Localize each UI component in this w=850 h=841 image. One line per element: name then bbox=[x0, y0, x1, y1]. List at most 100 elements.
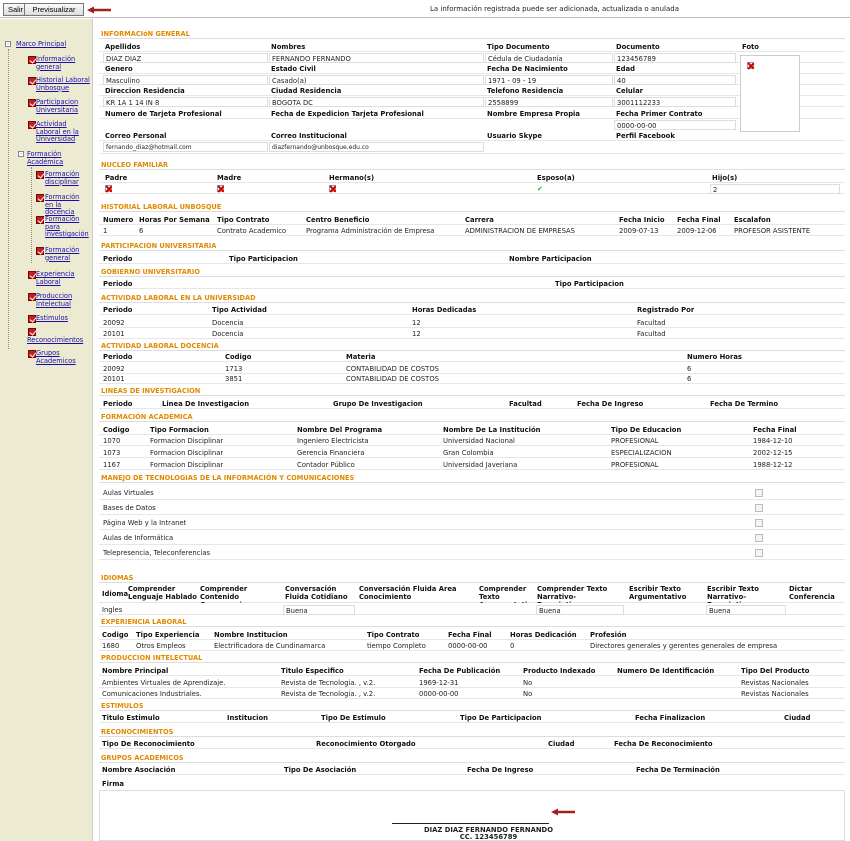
sidebar-item-informacion-general[interactable]: Información general bbox=[36, 55, 76, 71]
collapse-icon[interactable]: - bbox=[5, 41, 11, 47]
cell: 1 bbox=[103, 227, 108, 235]
col: Escribir Texto Argumentativo bbox=[629, 585, 687, 601]
col: Conversación Fluida Cotidiano bbox=[285, 585, 348, 601]
value-nombres: FERNANDO FERNANDO bbox=[269, 53, 484, 63]
sidebar-item-reconocimientos[interactable]: Reconocimientos bbox=[27, 336, 84, 344]
idiomas-header-row: Idioma Comprender Lenguaje Hablado Compr… bbox=[99, 585, 845, 603]
section-title-docencia: ACTIVIDAD LABORAL DOCENCIA bbox=[99, 342, 845, 351]
sidebar-item-grupos[interactable]: Grupos Academicos bbox=[36, 349, 76, 365]
value-primer-contrato: 0000-00-00 bbox=[614, 120, 736, 130]
cell: 2002-12-15 bbox=[753, 449, 793, 457]
tic-checkbox[interactable] bbox=[755, 519, 763, 527]
cell: 1167 bbox=[103, 461, 121, 469]
cell: Formacion Disciplinar bbox=[150, 449, 224, 457]
table-row: Comunicaciones Industriales. Revista de … bbox=[99, 689, 845, 699]
cell: PROFESIONAL bbox=[611, 461, 659, 469]
cell: Docencia bbox=[212, 319, 244, 327]
table-row: 20101 Docencia 12 Facultad bbox=[99, 329, 845, 339]
check-icon bbox=[36, 216, 44, 224]
cell: ESPECIALIZACION bbox=[611, 449, 672, 457]
info-header-row: Correo Personal Correo Institucional Usu… bbox=[99, 131, 845, 141]
tic-checkbox[interactable] bbox=[755, 504, 763, 512]
cell: No bbox=[523, 679, 533, 687]
cell: No bbox=[523, 690, 533, 698]
cell: Programa Administración de Empresa bbox=[306, 227, 435, 235]
cell: 20092 bbox=[103, 319, 125, 327]
sidebar-sub-general[interactable]: Formación general bbox=[45, 246, 80, 262]
col: Nombre De La Institución bbox=[443, 426, 541, 434]
section-title-grupos: GRUPOS ACADEMICOS bbox=[99, 754, 845, 763]
section-title-formacion: FORMACIÓN ACADÉMICA bbox=[99, 413, 845, 422]
actividad-header-row: Periodo Tipo Actividad Horas Dedicadas R… bbox=[99, 305, 845, 315]
esposo-check-icon: ✔ bbox=[537, 185, 543, 193]
label-facebook: Perfil Facebook bbox=[616, 132, 675, 140]
preview-button[interactable]: Previsualizar bbox=[24, 3, 84, 16]
hermanos-x-icon bbox=[329, 184, 336, 194]
col: Tipo Contrato bbox=[367, 631, 420, 639]
cell: 6 bbox=[139, 227, 144, 235]
tic-checkbox[interactable] bbox=[755, 549, 763, 557]
col: Nombre Del Programa bbox=[297, 426, 383, 434]
madre-x-icon bbox=[217, 184, 224, 194]
value-ciudad: BOGOTA DC bbox=[269, 97, 484, 107]
col: Comprender Texto Narrativo-Descriptivo bbox=[537, 585, 608, 603]
cell: Buena bbox=[283, 605, 355, 615]
cell: 3851 bbox=[225, 375, 243, 383]
table-row: 1070 Formacion Disciplinar Ingeniero Ele… bbox=[99, 436, 845, 446]
col: Titulo Especifico bbox=[281, 667, 344, 675]
label-direccion: Direccion Residencia bbox=[105, 87, 185, 95]
col: Periodo bbox=[103, 353, 133, 361]
col: Linea De Investigacion bbox=[162, 400, 250, 408]
sidebar-item-experiencia[interactable]: Experiencia Laboral bbox=[36, 270, 75, 286]
col: Comprender Contenido Conversacion bbox=[200, 585, 251, 603]
col: Tipo Del Producto bbox=[741, 667, 810, 675]
label-fecha-tarjeta: Fecha de Expedicion Tarjeta Profesional bbox=[271, 110, 424, 118]
label-tipo-documento: Tipo Documento bbox=[487, 43, 550, 51]
sidebar-item-actividad-laboral[interactable]: Actividad Laboral en la Universidad bbox=[36, 120, 79, 144]
label-nombres: Nombres bbox=[271, 43, 306, 51]
label-documento: Documento bbox=[616, 43, 660, 51]
tic-label: Página Web y la Intranet bbox=[103, 519, 187, 527]
cell: Revistas Nacionales bbox=[741, 679, 809, 687]
value-estado-civil: Casado(a) bbox=[269, 75, 484, 85]
cell: 0000-00-00 bbox=[419, 690, 459, 698]
collapse-icon[interactable]: - bbox=[18, 151, 24, 157]
sidebar-sub-disciplinar[interactable]: Formación disciplinar bbox=[45, 170, 80, 186]
check-icon bbox=[28, 77, 36, 85]
col-centro: Centro Beneficio bbox=[306, 216, 370, 224]
sidebar-sub-docencia[interactable]: Formación en la docencia bbox=[45, 193, 80, 217]
broken-image-icon bbox=[747, 62, 754, 69]
sidebar-sub-investigacion[interactable]: Formación para investigación bbox=[45, 215, 89, 239]
tic-checkbox[interactable] bbox=[755, 534, 763, 542]
value-direccion: KR 1A 1 14 IN 8 bbox=[103, 97, 268, 107]
check-icon bbox=[36, 247, 44, 255]
col-tipo-contrato: Tipo Contrato bbox=[217, 216, 270, 224]
sidebar-item-participacion[interactable]: Participacion Universitaria bbox=[36, 98, 79, 114]
table-row: 1073 Formacion Disciplinar Gerencia Fina… bbox=[99, 448, 845, 458]
firma-row: Firma bbox=[99, 779, 845, 789]
col: Codigo bbox=[225, 353, 252, 361]
info-value-row: fernando_diaz@hotmail.com diazfernando@u… bbox=[99, 142, 845, 154]
cell: Universidad Nacional bbox=[443, 437, 515, 445]
reconocimientos-header-row: Tipo De Reconocimiento Reconocimiento Ot… bbox=[99, 739, 845, 749]
sidebar-item-produccion[interactable]: Produccion Intelectual bbox=[36, 292, 73, 308]
cell: 20101 bbox=[103, 330, 125, 338]
tic-label: Aulas Virtuales bbox=[103, 489, 154, 497]
sidebar-root-link[interactable]: Marco Principal bbox=[16, 40, 67, 48]
value-celular: 3001112233 bbox=[614, 97, 736, 107]
tic-label: Telepresencia, Teleconferencias bbox=[103, 549, 211, 557]
label-celular: Celular bbox=[616, 87, 644, 95]
sidebar-item-estimulos[interactable]: Estimulos bbox=[36, 314, 68, 322]
col: Nombre Principal bbox=[102, 667, 169, 675]
padre-x-icon bbox=[105, 184, 112, 194]
sidebar-item-formacion-academica[interactable]: Formación Académica bbox=[27, 150, 64, 166]
section-title-lineas: LINEAS DE INVESTIGACION bbox=[99, 387, 845, 396]
cell: Ingeniero Electricista bbox=[297, 437, 369, 445]
col: Fecha De Reconocimiento bbox=[614, 740, 713, 748]
value-telefono: 2558899 bbox=[485, 97, 613, 107]
tic-checkbox[interactable] bbox=[755, 489, 763, 497]
table-row: 1167 Formacion Disciplinar Contador Públ… bbox=[99, 460, 845, 470]
col: Nombre Participacion bbox=[509, 255, 592, 263]
col: Reconocimiento Otorgado bbox=[316, 740, 416, 748]
sidebar-item-historial-laboral[interactable]: Historial Laboral Unbosque bbox=[36, 76, 90, 92]
